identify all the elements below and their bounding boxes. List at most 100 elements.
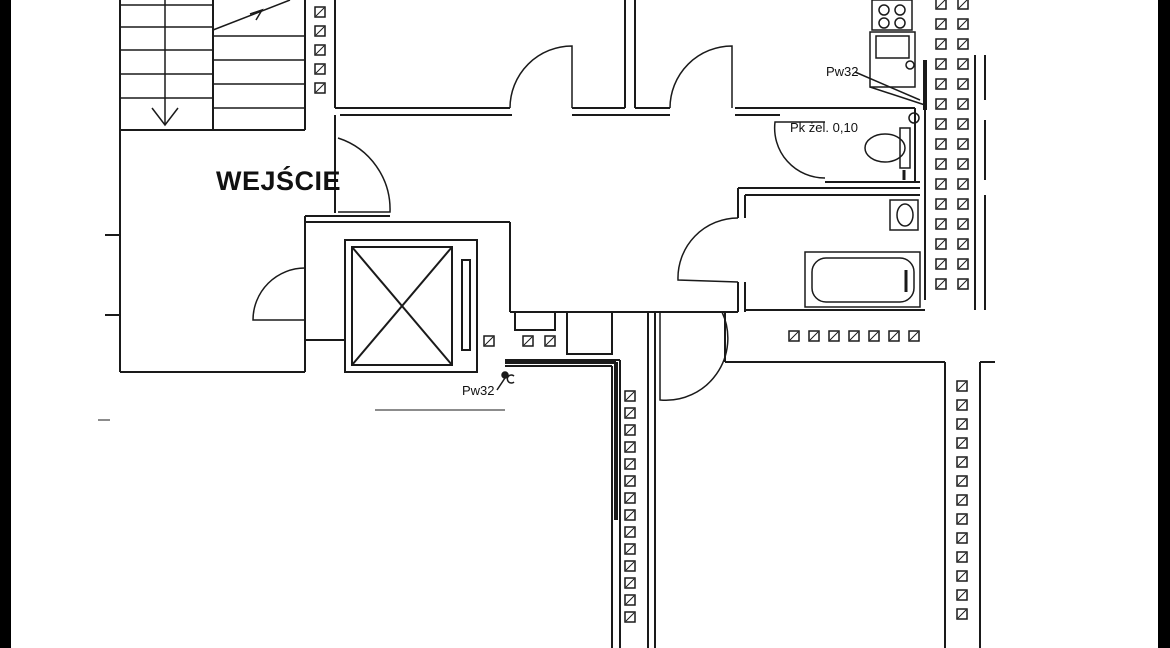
- flue-square-diagonal: [789, 331, 799, 341]
- flue-square-diagonal: [957, 381, 967, 391]
- flue-square: [314, 63, 326, 75]
- flue-square-diagonal: [809, 331, 819, 341]
- flue-square-diagonal: [869, 331, 879, 341]
- flue-square-diagonal: [315, 45, 325, 55]
- door-swings: [252, 45, 826, 402]
- flue-square-diagonal: [625, 527, 635, 537]
- flue-square: [624, 407, 636, 419]
- flue-square-diagonal: [957, 400, 967, 410]
- flue-square-diagonal: [936, 219, 946, 229]
- flue-square-diagonal: [958, 0, 968, 9]
- flue-square-diagonal: [625, 425, 635, 435]
- flue-square: [624, 492, 636, 504]
- flue-square-diagonal: [957, 533, 967, 543]
- flue-square-diagonal: [936, 0, 946, 9]
- flue-square-diagonal: [545, 336, 555, 346]
- flue-square-diagonal: [958, 39, 968, 49]
- flue-square: [624, 424, 636, 436]
- flue-square: [828, 330, 840, 342]
- flue-square-diagonal: [936, 159, 946, 169]
- flue-square: [314, 44, 326, 56]
- flue-square: [957, 258, 969, 270]
- flue-square-diagonal: [625, 459, 635, 469]
- flue-square: [624, 526, 636, 538]
- flue-square-diagonal: [958, 159, 968, 169]
- flue-square-diagonal: [315, 83, 325, 93]
- flue-square-diagonal: [936, 99, 946, 109]
- flue-square-diagonal: [936, 39, 946, 49]
- bathtub: [804, 251, 921, 308]
- flue-square: [624, 475, 636, 487]
- flue-square-diagonal: [625, 544, 635, 554]
- flue-square-diagonal: [957, 457, 967, 467]
- flue-square-diagonal: [625, 442, 635, 452]
- stair-run: [120, 0, 305, 127]
- flue-square: [624, 611, 636, 623]
- flue-square: [483, 335, 495, 347]
- toilet: [864, 112, 920, 180]
- flue-square-diagonal: [625, 578, 635, 588]
- flue-square: [935, 98, 947, 110]
- flue-square: [957, 18, 969, 30]
- flue-square: [957, 138, 969, 150]
- flue-square-diagonal: [958, 79, 968, 89]
- entrance-label: WEJŚCIE: [216, 165, 341, 196]
- risers: [505, 60, 927, 520]
- flue-square: [956, 608, 968, 620]
- riser-markers: [496, 71, 921, 391]
- flue-square: [935, 0, 947, 10]
- flue-square: [956, 475, 968, 487]
- flue-square: [788, 330, 800, 342]
- flue-square-diagonal: [625, 561, 635, 571]
- flue-square: [957, 178, 969, 190]
- flue-square-diagonal: [936, 259, 946, 269]
- flue-square-diagonal: [957, 571, 967, 581]
- flue-square: [935, 118, 947, 130]
- flue-square: [544, 335, 556, 347]
- flue-square-diagonal: [958, 219, 968, 229]
- flue-square: [957, 58, 969, 70]
- flue-square: [935, 158, 947, 170]
- flue-square: [935, 58, 947, 70]
- flue-square-diagonal: [889, 331, 899, 341]
- flue-square: [935, 258, 947, 270]
- flue-square: [624, 543, 636, 555]
- flue-square: [908, 330, 920, 342]
- flue-square: [935, 238, 947, 250]
- flue-square: [935, 218, 947, 230]
- flue-square: [957, 0, 969, 10]
- flue-square-diagonal: [936, 139, 946, 149]
- flue-square: [956, 532, 968, 544]
- flue-square: [624, 458, 636, 470]
- flue-square: [624, 441, 636, 453]
- flue-square: [314, 82, 326, 94]
- flue-square: [522, 335, 534, 347]
- flue-square: [957, 198, 969, 210]
- flue-square: [956, 494, 968, 506]
- flue-square: [957, 38, 969, 50]
- flue-square-diagonal: [957, 590, 967, 600]
- flue-square-diagonal: [936, 79, 946, 89]
- washbasin: [889, 199, 919, 231]
- flue-square-diagonal: [958, 19, 968, 29]
- flue-square-diagonal: [315, 64, 325, 74]
- chimney-flue-columns: [314, 0, 969, 623]
- flue-square-diagonal: [625, 493, 635, 503]
- flue-square: [935, 178, 947, 190]
- flue-square-diagonal: [315, 26, 325, 36]
- flue-square: [624, 390, 636, 402]
- flue-square-diagonal: [936, 279, 946, 289]
- riser-label-bottom: Pw32: [462, 383, 495, 398]
- flue-square-diagonal: [958, 139, 968, 149]
- flue-square: [624, 577, 636, 589]
- flue-square-diagonal: [625, 476, 635, 486]
- flue-square-diagonal: [936, 59, 946, 69]
- flue-square-diagonal: [625, 612, 635, 622]
- flue-square-diagonal: [625, 510, 635, 520]
- flue-square: [624, 594, 636, 606]
- flue-square-diagonal: [957, 552, 967, 562]
- flue-square: [868, 330, 880, 342]
- flue-square: [956, 513, 968, 525]
- flue-square-diagonal: [829, 331, 839, 341]
- flue-square-diagonal: [909, 331, 919, 341]
